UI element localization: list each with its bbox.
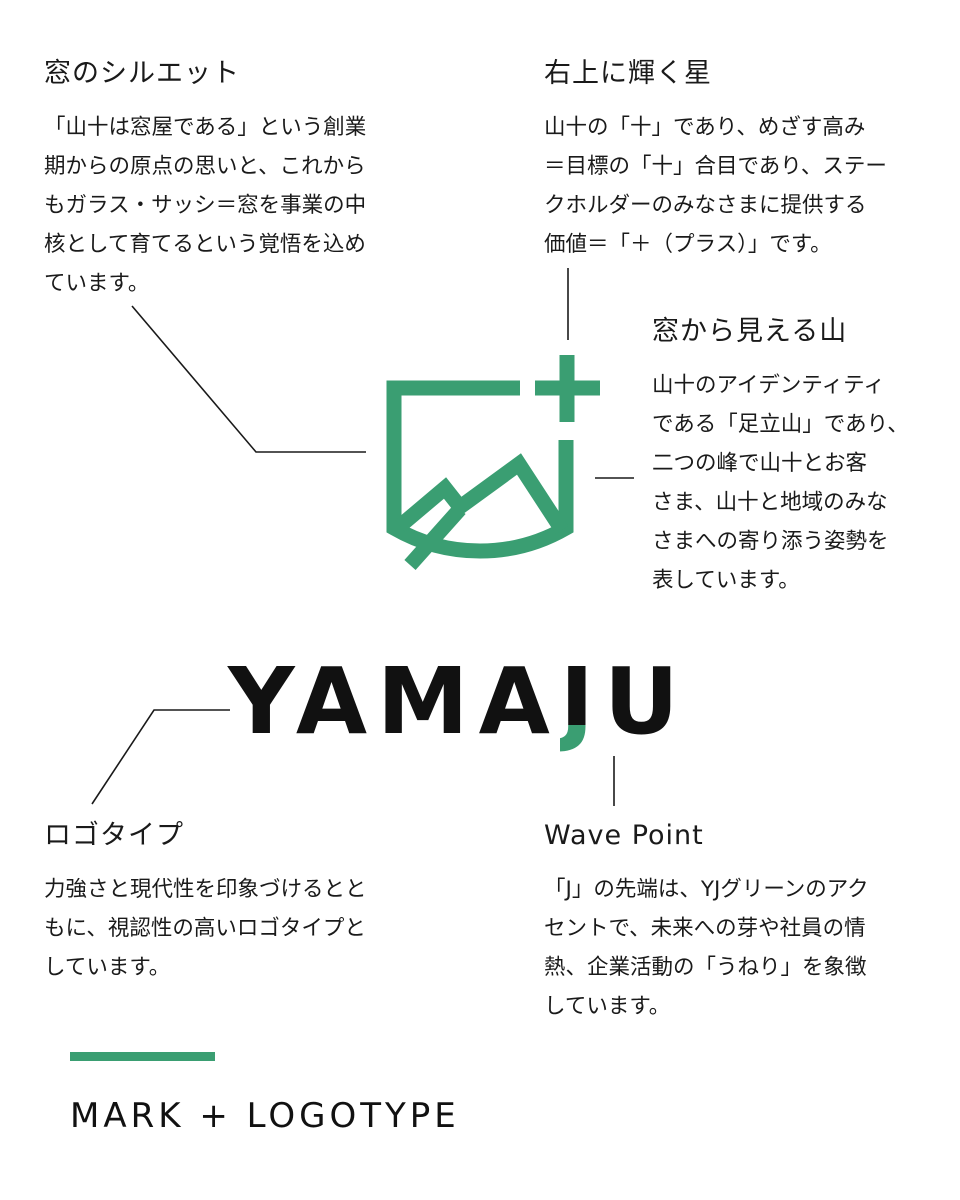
text-line: 力強さと現代性を印象づけるとと	[44, 877, 367, 903]
text-line: さまへの寄り添う姿勢を	[652, 529, 889, 555]
section-title: 窓のシルエット	[44, 58, 240, 89]
text-line: さま、山十と地域のみな	[652, 490, 888, 516]
text-line: ＝目標の「十」合目であり、ステー	[544, 154, 887, 180]
text-line: 山十のアイデンティティ	[652, 373, 885, 399]
text-line: 核として育てるという覚悟を込め	[44, 232, 366, 258]
section-window-silhouette: 窓のシルエット 「山十は窓屋である」という創業 期からの原点の思いと、これから …	[44, 58, 366, 303]
mountain-slope	[404, 504, 466, 570]
text-line: 期からの原点の思いと、これから	[44, 154, 366, 180]
text-line: しています。	[544, 994, 671, 1020]
text-line: もガラス・サッシ＝窓を事業の中	[44, 193, 367, 219]
wordmark-text-start: YAMA	[228, 648, 560, 755]
text-line: ています。	[44, 271, 150, 297]
section-shining-star: 右上に輝く星 山十の「十」であり、めざす高み ＝目標の「十」合目であり、ステー …	[544, 58, 887, 264]
section-body: 「山十は窓屋である」という創業 期からの原点の思いと、これから もガラス・サッシ…	[44, 108, 366, 303]
section-title: ロゴタイプ	[44, 820, 184, 851]
section-title: Wave Point	[544, 820, 704, 851]
footer-accent-bar	[70, 1052, 215, 1061]
yamaju-mark-icon	[386, 355, 600, 570]
section-body: 力強さと現代性を印象づけるとと もに、視認性の高いロゴタイプと しています。	[44, 870, 367, 987]
section-title: 右上に輝く星	[544, 58, 712, 89]
text-line: クホルダーのみなさまに提供する	[544, 193, 867, 219]
text-line: 「山十は窓屋である」という創業	[44, 115, 367, 141]
text-line: 表しています。	[652, 568, 800, 594]
text-line: 山十の「十」であり、めざす高み	[544, 115, 866, 141]
section-body: 「J」の先端は、YJグリーンのアク セントで、未来への芽や社員の情 熱、企業活動…	[544, 870, 869, 1026]
text-line: もに、視認性の高いロゴタイプと	[44, 916, 366, 942]
text-line: 熱、企業活動の「うねり」を象徴	[544, 955, 867, 981]
section-title: 窓から見える山	[652, 316, 848, 347]
wordmark-accent-j: J	[559, 648, 605, 755]
wordmark-text-end: U	[604, 648, 689, 755]
footer-title: MARK + LOGOTYPE	[70, 1096, 460, 1136]
section-body: 山十のアイデンティティ である「足立山」であり、 二つの峰で山十とお客 さま、山…	[652, 366, 909, 600]
leader-lines	[91, 268, 634, 806]
text-line: しています。	[44, 955, 171, 981]
section-mountain-view: 窓から見える山 山十のアイデンティティ である「足立山」であり、 二つの峰で山十…	[652, 316, 909, 600]
mountain-peaks	[395, 453, 569, 535]
window-frame	[386, 380, 574, 559]
leader-window	[131, 305, 366, 453]
yamaju-wordmark: YAMAJU	[228, 656, 689, 748]
text-line: 二つの峰で山十とお客	[652, 451, 868, 477]
section-logotype: ロゴタイプ 力強さと現代性を印象づけるとと もに、視認性の高いロゴタイプと して…	[44, 820, 367, 987]
text-line: 価値＝「＋（プラス）」です。	[544, 232, 832, 258]
leader-logotype	[91, 709, 230, 805]
text-line: 「J」の先端は、YJグリーンのアク	[544, 877, 869, 903]
text-line: である「足立山」であり、	[652, 412, 909, 438]
section-wave-point: Wave Point 「J」の先端は、YJグリーンのアク セントで、未来への芽や…	[544, 820, 869, 1026]
section-body: 山十の「十」であり、めざす高み ＝目標の「十」合目であり、ステー クホルダーのみ…	[544, 108, 887, 264]
text-line: セントで、未来への芽や社員の情	[544, 916, 866, 942]
